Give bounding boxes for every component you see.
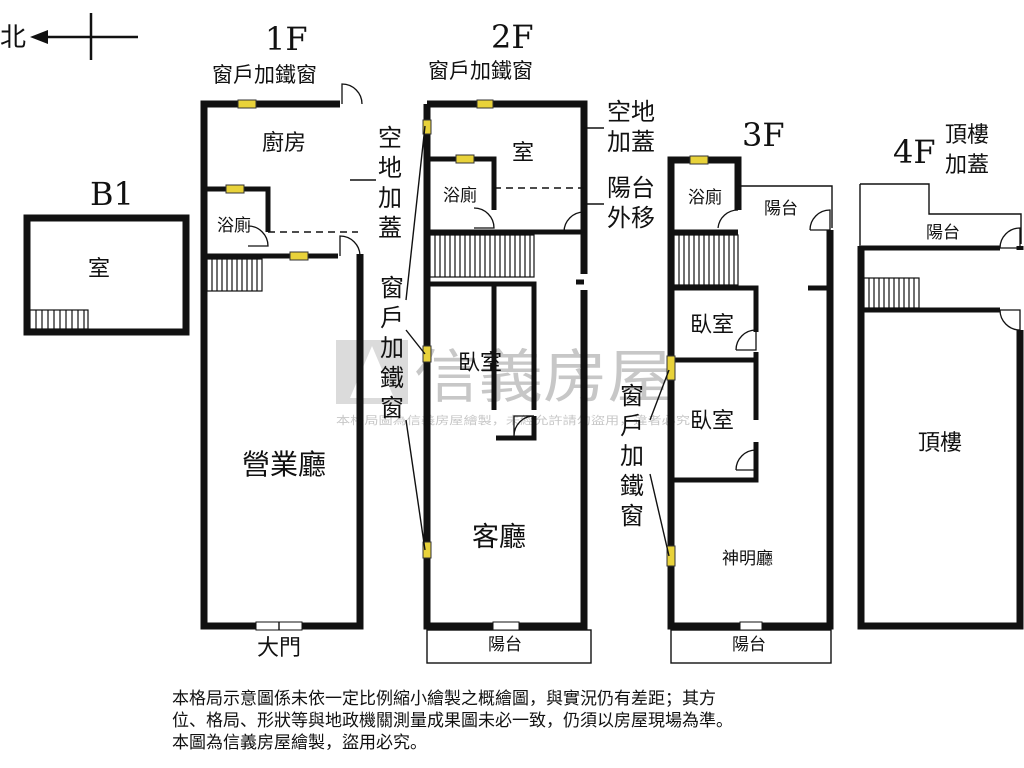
f2-annot-win-char: 窗 [380,394,404,422]
door-swing-icon [999,309,1021,331]
disclaimer-note: 本格局示意圖係未依一定比例縮小繪製之概繪圖，與實況仍有差距；其方 位、格局、形狀… [172,688,872,754]
f3-shrine-label: 神明廳 [722,549,773,569]
watermark-brand: 信義房屋 [414,343,672,411]
f2-balcony-label: 陽台 [488,635,522,655]
f3-annot-win-char: 加 [620,442,644,470]
f1-door-label: 大門 [257,636,301,661]
window-icon [476,99,494,109]
door-swing-icon [341,83,363,105]
f2-annot-win-char: 鐵 [380,364,404,392]
window-icon [422,119,432,135]
f3-bedroom-2-label: 臥室 [690,409,734,434]
f3-balcony-top-label: 陽台 [764,199,798,219]
f2-annot-win-char: 窗 [380,274,404,302]
door-swing-icon [513,415,535,437]
f3-annot-win-char: 窗 [620,502,644,530]
f3-annot-win-char: 鐵 [620,472,644,500]
f2-room-label: 室 [512,141,534,166]
floor-4f: 4F 頂樓 加蓋 陽台 頂樓 [857,123,1024,630]
f3-balcony-label: 陽台 [732,635,766,655]
f2-annot-addon: 加蓋 [607,128,655,156]
north-label: 北 [0,23,26,53]
f4-annot: 頂樓 [945,123,989,148]
window-icon [455,154,475,164]
stairs-3f [673,234,739,286]
main-door-icon [255,621,303,631]
f4-annot: 加蓋 [945,153,989,178]
stairs-4f [863,277,920,309]
f2-window-label: 窗戶加鐵窗 [428,59,533,83]
f3-bath-label: 浴廁 [688,187,722,208]
floor-1f: 1F 窗戶加鐵窗 廚房 浴廁 營業廳 大門 空 地 加 蓋 [200,20,402,661]
floor-label-3f: 3F [742,116,785,154]
window-icon [422,345,432,363]
door-swing-icon [999,227,1021,249]
f1-annot-char: 加 [378,184,402,212]
f1-annot-char: 蓋 [378,214,402,242]
f1-annot-char: 空 [378,124,402,152]
f4-balcony-label: 陽台 [926,223,960,243]
floor-3f: 3F 浴廁 陽台 臥室 臥室 神明廳 陽台 窗 戶 [620,116,834,664]
door-swing-icon [339,235,361,257]
f3-bedroom-1-label: 臥室 [690,313,734,338]
disclaimer-line: 位、格局、形狀等與地政機關測量成果圖未必一致，仍須以房屋現場為準。 [172,711,733,731]
window-icon [289,251,309,261]
f4-roof-label: 頂樓 [918,431,962,456]
floor-b1: B1 室 [23,175,190,336]
b1-room-label: 室 [88,257,110,282]
floor-label-2f: 2F [491,18,534,56]
north-arrow: 北 [0,13,138,60]
stairs-b1 [29,309,89,330]
f2-annot-balcony: 陽台 [607,174,655,202]
f2-annot-addon: 空地 [607,98,655,126]
f2-bedroom-label: 臥室 [458,351,502,376]
disclaimer-line: 本格局示意圖係未依一定比例縮小繪製之概繪圖，與實況仍有差距；其方 [172,689,716,709]
window-icon [422,541,432,559]
door-swing-icon [473,207,495,229]
f1-window-label: 窗戶加鐵窗 [212,63,317,87]
window-icon [666,355,676,381]
f3-annot-win-char: 戶 [620,412,644,440]
door-swing-icon [717,209,739,229]
window-icon [689,155,709,165]
door-swing-icon [247,225,269,247]
stairs-1f [206,258,263,292]
f2-annot-balcony: 外移 [607,204,655,232]
f1-bath-label: 浴廁 [217,215,251,236]
window-icon [225,184,245,194]
stairs-2f [429,234,535,278]
f2-annot-win-char: 戶 [380,304,404,332]
floor-2f: 2F 窗戶加鐵窗 室 浴廁 臥室 客廳 陽台 [380,18,655,664]
door-swing-icon [735,449,757,471]
door-swing-icon [563,211,585,233]
disclaimer-line: 本圖為信義房屋繪製，盜用必究。 [172,733,427,753]
f1-annot-char: 地 [378,154,402,182]
f2-bath-label: 浴廁 [443,185,477,206]
floor-label-4f: 4F [893,133,936,171]
f2-annot-win-char: 加 [380,334,404,362]
f1-kitchen-label: 廚房 [262,131,306,156]
door-swing-icon [809,209,831,231]
f3-annot-win-char: 窗 [620,382,644,410]
window-icon [666,545,676,567]
f1-hall-label: 營業廳 [242,448,326,481]
f2-living-label: 客廳 [472,522,526,553]
window-icon [237,99,257,109]
floor-label-1f: 1F [265,20,308,58]
door-swing-icon [735,329,757,351]
floor-label-b1: B1 [90,175,134,213]
